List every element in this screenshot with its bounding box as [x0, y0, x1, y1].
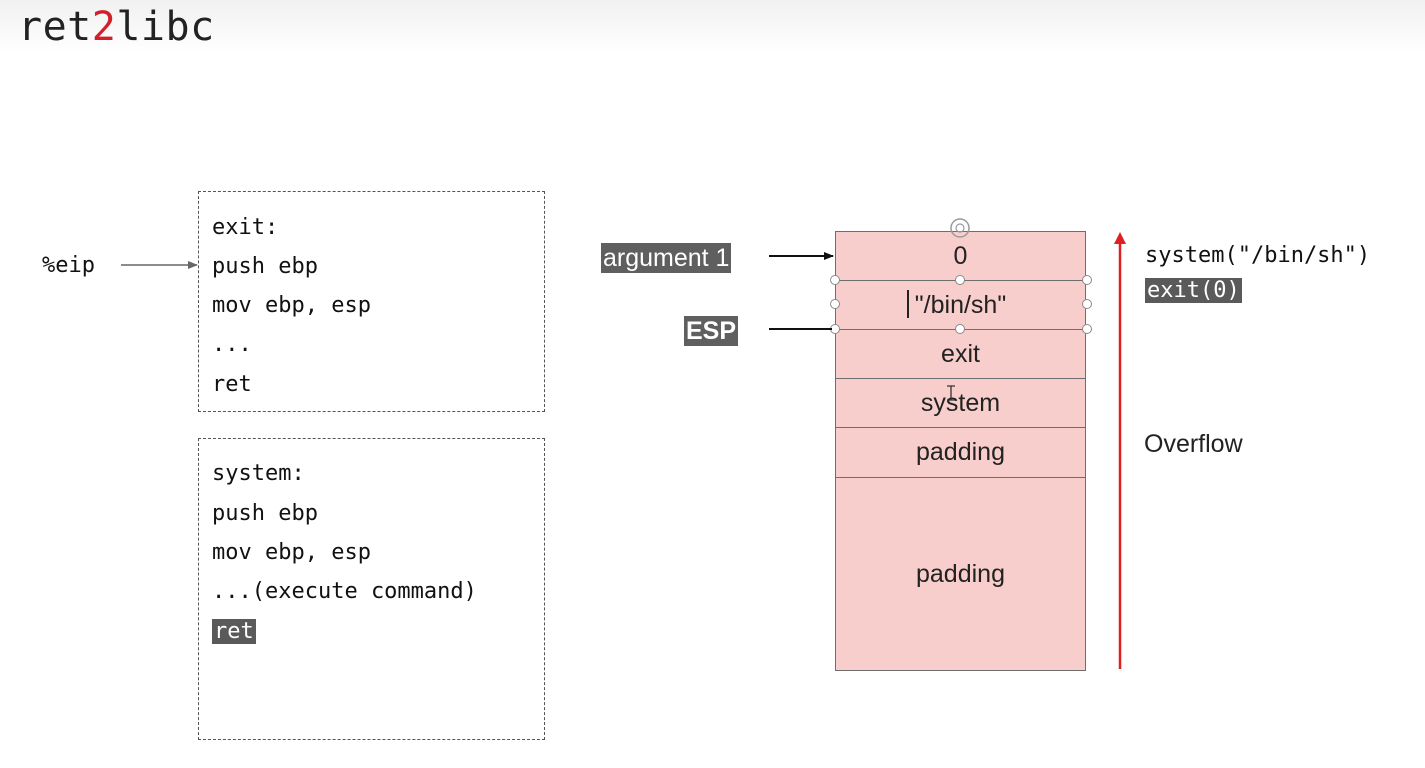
slide-header — [0, 0, 1425, 52]
resize-handle[interactable] — [1082, 324, 1092, 334]
title-suffix: libc — [116, 4, 215, 50]
ibeam-cursor-icon — [947, 385, 955, 401]
exit-code-line: exit: — [212, 215, 279, 240]
stack-cell-padding: padding — [835, 427, 1086, 478]
resize-handle[interactable] — [955, 324, 965, 334]
exit-call-highlight: exit(0) — [1145, 278, 1242, 303]
exit-code-line: push ebp — [212, 254, 318, 279]
text-cursor — [907, 290, 909, 318]
stack-cell-zero: 0 — [835, 231, 1086, 281]
system-call-text: system("/bin/sh") — [1145, 243, 1371, 268]
exit-code-line: mov ebp, esp — [212, 293, 371, 318]
system-code-line: system: — [212, 461, 305, 486]
argument-label: argument 1 — [601, 243, 732, 273]
resize-handle[interactable] — [830, 299, 840, 309]
stack-cell-binsh: "/bin/sh" — [835, 280, 1086, 330]
exit-code-box: exit: push ebp mov ebp, esp ... ret — [198, 191, 545, 412]
esp-label: ESP — [684, 316, 739, 346]
exit-call-text: exit(0) — [1145, 278, 1242, 303]
system-code-box: system: push ebp mov ebp, esp ...(execut… — [198, 438, 545, 740]
title-accent: 2 — [91, 4, 117, 50]
system-ret-line: ret — [212, 619, 256, 645]
system-code-line: ...(execute command) — [212, 579, 477, 604]
slide-title: ret2libc — [18, 4, 215, 50]
overflow-label: Overflow — [1144, 430, 1243, 458]
eip-label: %eip — [42, 253, 95, 278]
system-code-line: mov ebp, esp — [212, 540, 371, 565]
resize-handle[interactable] — [830, 275, 840, 285]
resize-handle[interactable] — [1082, 275, 1092, 285]
system-ret-highlight: ret — [212, 619, 256, 644]
title-prefix: ret — [18, 4, 92, 50]
rotate-handle-icon — [950, 218, 970, 238]
overflow-arrow-head — [1114, 232, 1126, 244]
stack-cell-padding-large: padding — [835, 477, 1086, 671]
exit-code-line: ... — [212, 332, 252, 357]
resize-handle[interactable] — [955, 275, 965, 285]
resize-handle[interactable] — [1082, 299, 1092, 309]
exit-code-line: ret — [212, 372, 252, 397]
system-code-line: push ebp — [212, 501, 318, 526]
